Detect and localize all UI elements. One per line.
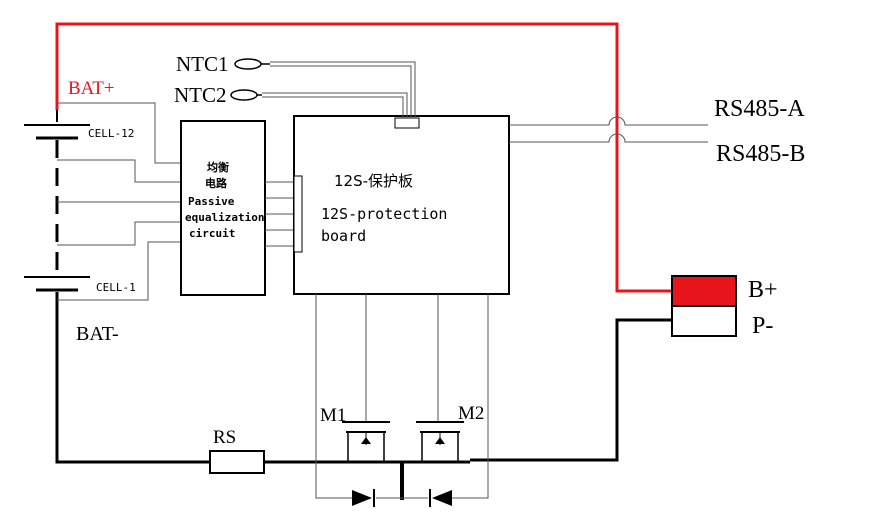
ntc1-label: NTC1 <box>176 52 229 76</box>
body-diodes <box>315 460 489 499</box>
equalizer-title-line1: 均衡 <box>207 160 229 174</box>
rs485-a-label: RS485-A <box>714 96 805 122</box>
diode-d2 <box>429 489 452 507</box>
board-title-en-line1: 12S-protection <box>321 205 447 223</box>
ntc-connector <box>394 117 420 129</box>
equalizer-to-board-wires <box>265 181 294 247</box>
rs485-b-label: RS485-B <box>716 141 805 167</box>
protection-board-box <box>293 115 510 295</box>
m2-label: M2 <box>458 403 484 424</box>
m1-label: M1 <box>320 405 346 426</box>
battery-stack <box>24 110 210 464</box>
mosfet-m1 <box>335 421 390 464</box>
p-minus-label: P- <box>752 313 773 339</box>
rs485-wires <box>509 116 708 143</box>
rs-label: RS <box>213 427 236 448</box>
cell-12-label: CELL-12 <box>88 127 134 140</box>
p-minus-terminal <box>671 305 737 337</box>
equalizer-box <box>180 120 266 296</box>
diode-d1 <box>352 489 375 507</box>
p-minus-wire <box>470 318 672 462</box>
cell-1-label: CELL-1 <box>96 281 136 294</box>
mosfet-m2 <box>416 421 470 464</box>
cell-sense-wires <box>57 102 181 301</box>
board-title-en-line2: board <box>321 227 366 245</box>
mosfet-common-node <box>384 460 422 500</box>
bat-minus-label: BAT- <box>76 323 119 345</box>
equalizer-en-line3: circuit <box>189 227 235 240</box>
b-plus-label: B+ <box>748 277 778 303</box>
equalizer-en-line2: equalization <box>185 211 264 224</box>
equalizer-en-line1: Passive <box>188 195 235 208</box>
shunt-resistor <box>209 450 265 474</box>
board-left-connector <box>293 175 303 253</box>
equalizer-title-line2: 电路 <box>205 176 228 190</box>
ntc2-sensor <box>230 89 262 101</box>
board-title-cn: 12S-保护板 <box>334 172 413 190</box>
ntc2-label: NTC2 <box>174 83 227 107</box>
b-plus-terminal <box>671 275 737 307</box>
mosfet-control-wires <box>315 294 489 462</box>
ntc1-sensor <box>234 58 270 70</box>
positive-wire <box>55 22 672 293</box>
bat-plus-label: BAT+ <box>68 78 115 99</box>
ntc-wires <box>262 61 416 118</box>
